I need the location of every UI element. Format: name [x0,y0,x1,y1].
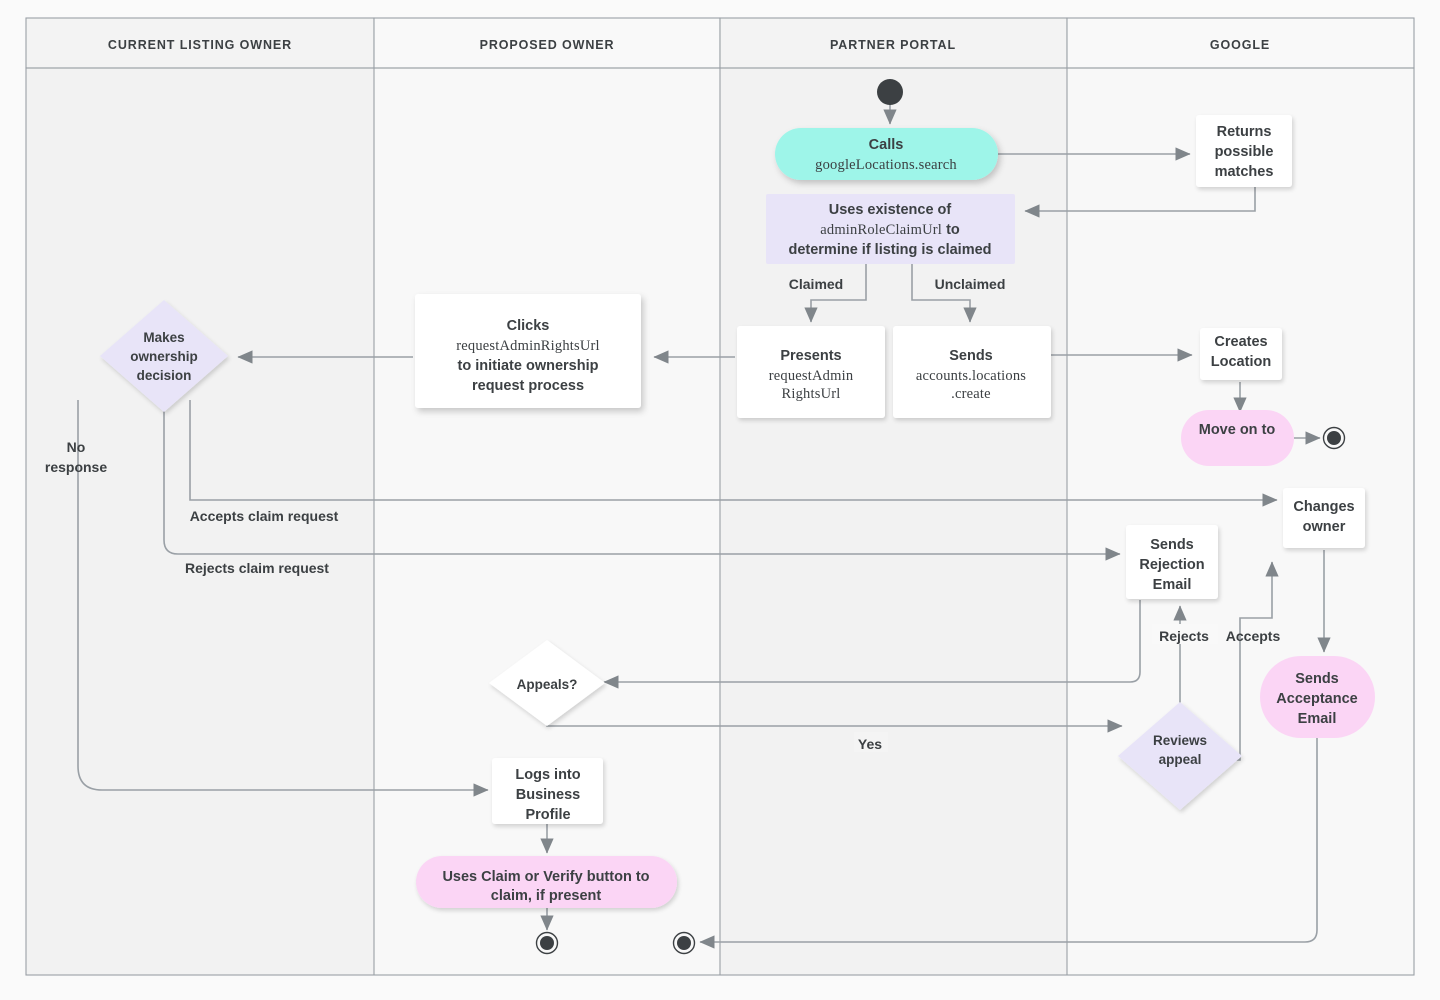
edge-label-rejects: Rejects [1159,628,1209,644]
node-rejection-line1: Sends [1150,537,1194,553]
edge-acceptanceemail-to-end-partner [699,736,1318,949]
node-acceptance-line2: Acceptance [1276,691,1357,707]
node-uses-line2-tail: to [942,222,960,238]
node-makes-line3: decision [137,368,192,383]
node-presents-line3: RightsUrl [782,386,841,402]
node-clicks-requestadminrightsurl[interactable]: Clicks requestAdminRightsUrl to initiate… [415,294,641,408]
node-start[interactable] [877,79,903,105]
node-sends-acceptance-email[interactable]: Sends Acceptance Email [1260,656,1375,738]
edge-decision-rejects-to-rejectionemail [163,400,1121,561]
node-returns-line1: Returns [1217,124,1272,140]
node-reviews-line1: Reviews [1153,733,1207,748]
lane-label-proposed-owner: PROPOSED OWNER [480,38,615,52]
edge-rejectionemail-to-appeals [603,600,1141,689]
node-changes-line1: Changes [1293,499,1354,515]
edge-label-accepts: Accepts [1226,628,1281,644]
node-end-partner-portal[interactable] [672,931,696,955]
node-presents-line1: Presents [780,348,841,364]
edge-label-claimed: Claimed [789,276,843,292]
node-logs-line2: Business [516,787,580,803]
node-presents-line2: requestAdmin [769,368,854,384]
node-returns-line2: possible [1215,144,1274,160]
node-logs-line1: Logs into [515,767,580,783]
node-clicks-line1: Clicks [507,318,550,334]
node-clicks-line2: requestAdminRightsUrl [456,338,600,354]
node-end-proposed-owner[interactable] [535,931,559,955]
node-returns-possible-matches[interactable]: Returns possible matches [1196,115,1292,187]
node-presents-requestadminrightsurl[interactable]: Presents requestAdmin RightsUrl [737,326,885,418]
node-calls-googlelocations-search[interactable]: Calls googleLocations.search [775,128,998,180]
lane-label-partner-portal: PARTNER PORTAL [830,38,956,52]
node-sends-accounts-locations-create[interactable]: Sends accounts.locations .create [893,326,1051,418]
swimlane-backgrounds [26,68,1414,975]
node-sendscreate-line2: accounts.locations [916,368,1026,384]
node-sendscreate-line1: Sends [949,348,993,364]
lane-label-current-listing-owner: CURRENT LISTING OWNER [108,38,292,52]
node-makes-ownership-decision[interactable]: Makes ownership decision [100,300,228,412]
node-appeals-line1: Appeals? [517,677,578,692]
edge-label-rejects-claim-request: Rejects claim request [185,560,329,576]
node-rejection-line3: Email [1153,577,1192,593]
node-usesclaim-line2: claim, if present [491,888,602,904]
edge-decision-accepts-to-changesowner [189,400,1278,507]
edge-uses-to-sends-create [911,264,977,323]
node-acceptance-line3: Email [1298,711,1337,727]
node-uses-existence-adminroleclaimurl[interactable]: Uses existence of adminRoleClaimUrl to d… [766,194,1015,264]
node-creates-location[interactable]: Creates Location [1200,328,1282,380]
node-acceptance-line1: Sends [1295,671,1339,687]
node-appeals[interactable]: Appeals? [489,640,605,726]
node-sendscreate-line3: .create [951,386,991,402]
lane-label-google: GOOGLE [1210,38,1270,52]
edge-decision-noresponse-to-logsin [77,400,489,797]
node-makes-line2: ownership [130,349,198,364]
node-uses-line2-code: adminRoleClaimUrl [820,222,942,238]
node-rejection-line2: Rejection [1139,557,1204,573]
node-returns-line3: matches [1215,164,1274,180]
swimlane-dividers [25,67,1415,976]
node-reviews-line2: appeal [1159,752,1202,767]
node-creates-line1: Creates [1214,334,1267,350]
node-clicks-line3: to initiate ownership [458,358,599,374]
edge-label-no-response-line2: response [45,459,107,475]
node-logs-into-business-profile[interactable]: Logs into Business Profile [492,758,603,824]
node-makes-line1: Makes [143,330,184,345]
node-end-google[interactable] [1322,426,1346,450]
lane-header-google [1066,17,1415,69]
edge-label-yes: Yes [858,736,882,752]
lane-bg-current-listing-owner [26,68,374,975]
edge-returns-to-uses [1024,186,1256,218]
node-sends-rejection-email[interactable]: Sends Rejection Email [1126,525,1218,599]
node-move-on-to[interactable]: Move on to [1181,410,1294,466]
node-usesclaim-line1: Uses Claim or Verify button to [442,869,649,885]
edge-label-unclaimed: Unclaimed [935,276,1006,292]
node-logs-line3: Profile [525,807,570,823]
node-uses-line3: determine if listing is claimed [788,242,991,258]
edge-label-accepts-claim-request: Accepts claim request [190,508,339,524]
edge-label-no-response-line1: No [67,439,86,455]
node-clicks-line4: request process [472,378,584,394]
lane-header-current-listing-owner [25,17,375,69]
lane-header-partner-portal [719,17,1068,69]
edge-uses-to-presents [804,264,867,323]
node-uses-line1: Uses existence of [829,202,952,218]
flow-edges [77,104,1331,949]
node-uses-claim-or-verify-button[interactable]: Uses Claim or Verify button to claim, if… [416,856,677,908]
edge-labels: Claimed Unclaimed No response Accepts cl… [45,276,1281,752]
node-changes-line2: owner [1303,519,1346,535]
node-changes-owner[interactable]: Changes owner [1283,488,1365,548]
node-uses-line2: adminRoleClaimUrl to [820,222,960,238]
node-reviews-appeal[interactable]: Reviews appeal [1118,702,1242,810]
node-calls-line1: Calls [869,137,904,153]
lane-header-proposed-owner [373,17,721,69]
node-creates-line2: Location [1211,354,1271,370]
node-moveon-line1: Move on to [1199,422,1276,438]
node-calls-line2: googleLocations.search [815,157,957,173]
swimlane-headers: CURRENT LISTING OWNER PROPOSED OWNER PAR… [25,17,1415,69]
